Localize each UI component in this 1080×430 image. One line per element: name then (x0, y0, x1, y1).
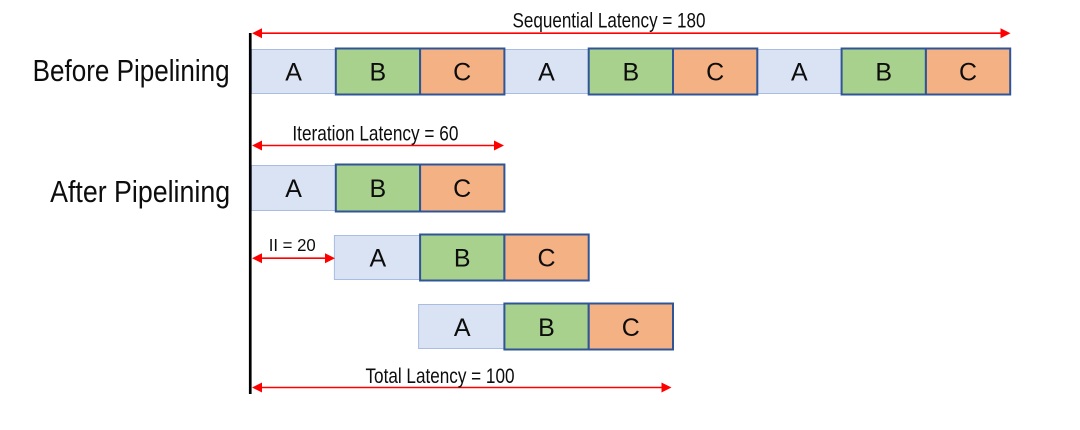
svg-text:B: B (538, 314, 555, 342)
svg-text:Iteration Latency = 60: Iteration Latency = 60 (292, 122, 458, 145)
svg-text:A: A (285, 59, 302, 87)
svg-text:II = 20: II = 20 (269, 235, 316, 255)
svg-text:A: A (538, 59, 555, 87)
svg-text:B: B (454, 244, 471, 272)
svg-text:B: B (622, 59, 639, 87)
svg-text:B: B (875, 59, 892, 87)
svg-text:C: C (959, 59, 977, 87)
svg-text:Sequential Latency = 180: Sequential Latency = 180 (513, 9, 706, 32)
svg-text:C: C (706, 59, 724, 87)
svg-text:B: B (370, 59, 387, 87)
svg-text:B: B (370, 175, 387, 203)
svg-text:Total Latency = 100: Total Latency = 100 (366, 365, 515, 388)
svg-text:C: C (537, 244, 555, 272)
svg-text:C: C (453, 59, 471, 87)
svg-text:A: A (454, 314, 471, 342)
svg-text:C: C (622, 314, 640, 342)
svg-text:A: A (370, 244, 387, 272)
svg-text:A: A (791, 59, 808, 87)
svg-text:C: C (453, 175, 471, 203)
svg-text:A: A (285, 175, 302, 203)
svg-text:After Pipelining: After Pipelining (50, 174, 230, 209)
svg-text:Before Pipelining: Before Pipelining (33, 53, 230, 88)
